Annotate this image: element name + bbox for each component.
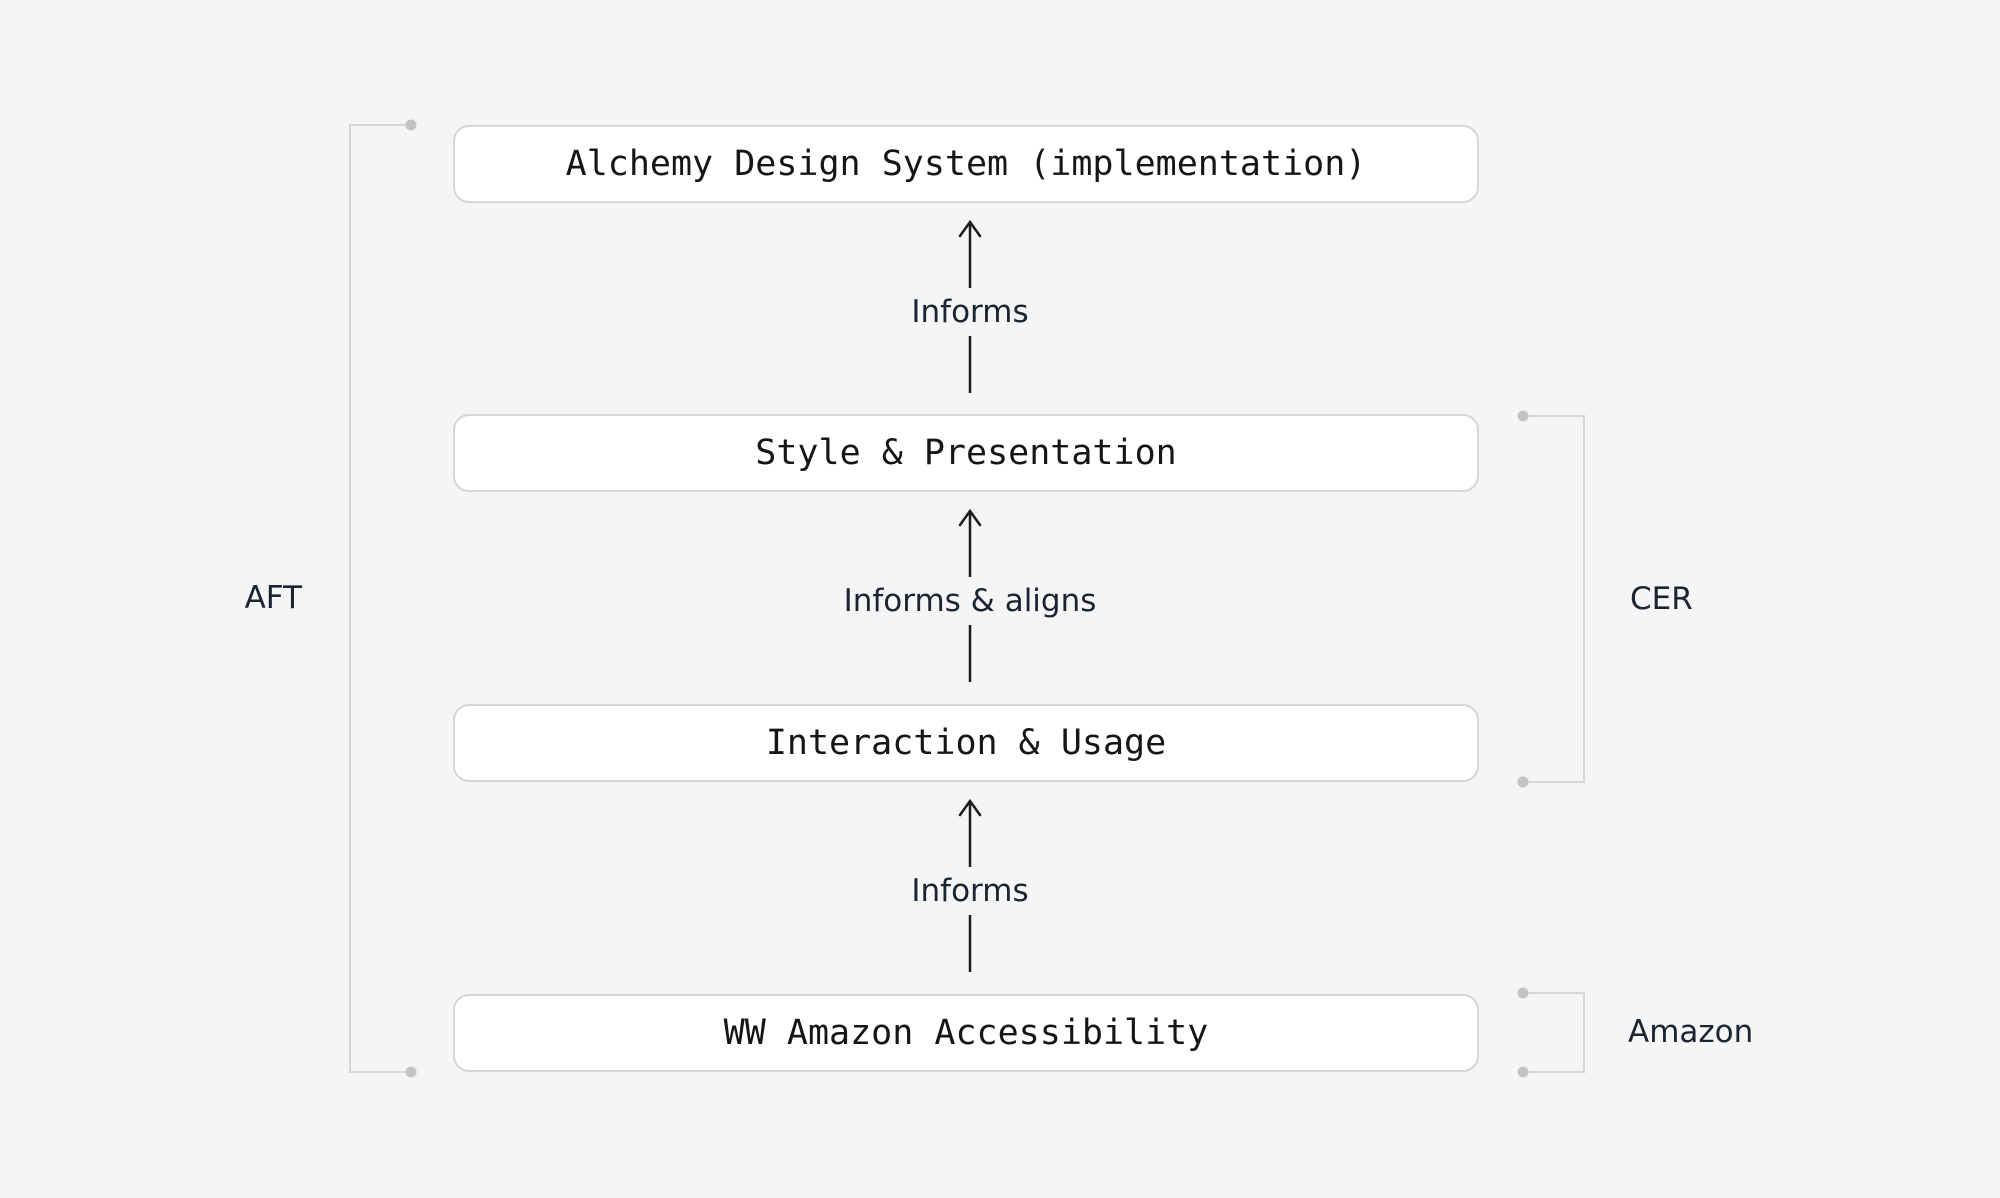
cer-bracket: [1517, 410, 1585, 788]
edge-label-informs-2: Informs: [911, 873, 1029, 909]
cer-bracket-top-dot: [1517, 410, 1529, 422]
edge-label-informs-aligns: Informs & aligns: [843, 583, 1097, 619]
group-label-amazon: Amazon: [1628, 1014, 1754, 1050]
node-ww-amazon-accessibility: WW Amazon Accessibility: [453, 994, 1479, 1072]
informs-aligns-arrow-arrowhead: [958, 508, 982, 527]
informs-arrow-1-arrowhead: [958, 219, 982, 238]
amazon-bracket: [1517, 987, 1585, 1078]
aft-bracket-line: [349, 124, 411, 1073]
node-alchemy-design-system-label: Alchemy Design System (implementation): [565, 144, 1367, 184]
node-ww-amazon-accessibility-label: WW Amazon Accessibility: [723, 1013, 1209, 1053]
amazon-bracket-line: [1523, 992, 1585, 1073]
node-alchemy-design-system: Alchemy Design System (implementation): [453, 125, 1479, 203]
aft-bracket-top-dot: [405, 119, 417, 131]
group-label-cer: CER: [1630, 581, 1693, 617]
informs-arrow-2: [958, 798, 982, 972]
node-style-presentation: Style & Presentation: [453, 414, 1479, 492]
aft-bracket-bottom-dot: [405, 1066, 417, 1078]
group-label-aft: AFT: [244, 580, 302, 616]
node-interaction-usage-label: Interaction & Usage: [765, 723, 1167, 763]
node-style-presentation-label: Style & Presentation: [755, 433, 1177, 473]
informs-aligns-arrow: [958, 508, 982, 682]
node-interaction-usage: Interaction & Usage: [453, 704, 1479, 782]
informs-arrow-1: [958, 219, 982, 393]
cer-bracket-line: [1523, 415, 1585, 783]
amazon-bracket-bottom-dot: [1517, 1066, 1529, 1078]
aft-bracket: [349, 119, 417, 1078]
amazon-bracket-top-dot: [1517, 987, 1529, 999]
cer-bracket-bottom-dot: [1517, 776, 1529, 788]
informs-arrow-2-arrowhead: [958, 798, 982, 817]
edge-label-informs-1: Informs: [911, 294, 1029, 330]
